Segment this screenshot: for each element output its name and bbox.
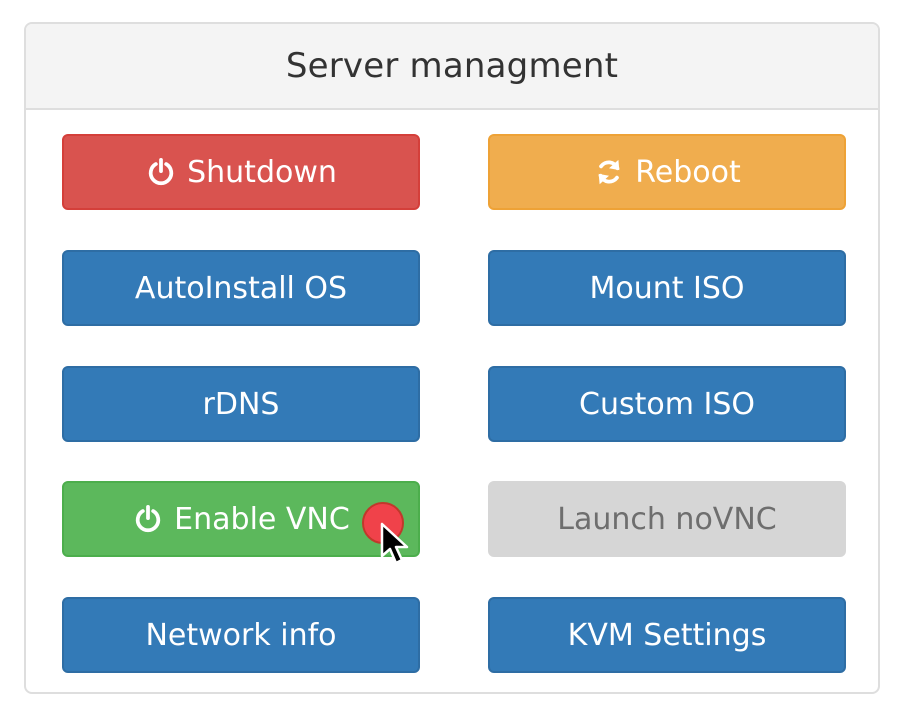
power-icon	[145, 156, 177, 188]
mount-iso-button[interactable]: Mount ISO	[488, 250, 846, 326]
custom-iso-label: Custom ISO	[579, 386, 755, 422]
custom-iso-button[interactable]: Custom ISO	[488, 366, 846, 442]
enable-vnc-label: Enable VNC	[174, 501, 350, 537]
reboot-label: Reboot	[635, 154, 741, 190]
launch-novnc-button[interactable]: Launch noVNC	[488, 481, 846, 557]
mouse-pointer-icon	[380, 522, 409, 565]
rdns-button[interactable]: rDNS	[62, 366, 420, 442]
server-management-panel: Server managment Shutdown Reboot AutoIns…	[24, 22, 880, 694]
shutdown-label: Shutdown	[187, 154, 337, 190]
reboot-button[interactable]: Reboot	[488, 134, 846, 210]
refresh-icon	[593, 156, 625, 188]
power-icon	[132, 503, 164, 535]
launch-novnc-label: Launch noVNC	[557, 501, 777, 537]
network-info-button[interactable]: Network info	[62, 597, 420, 673]
shutdown-button[interactable]: Shutdown	[62, 134, 420, 210]
panel-header: Server managment	[26, 24, 878, 110]
autoinstall-os-button[interactable]: AutoInstall OS	[62, 250, 420, 326]
panel-title: Server managment	[285, 46, 619, 86]
network-info-label: Network info	[145, 617, 337, 653]
rdns-label: rDNS	[202, 386, 280, 422]
kvm-settings-label: KVM Settings	[567, 617, 767, 653]
autoinstall-os-label: AutoInstall OS	[134, 270, 348, 306]
kvm-settings-button[interactable]: KVM Settings	[488, 597, 846, 673]
mount-iso-label: Mount ISO	[589, 270, 745, 306]
enable-vnc-button[interactable]: Enable VNC	[62, 481, 420, 557]
